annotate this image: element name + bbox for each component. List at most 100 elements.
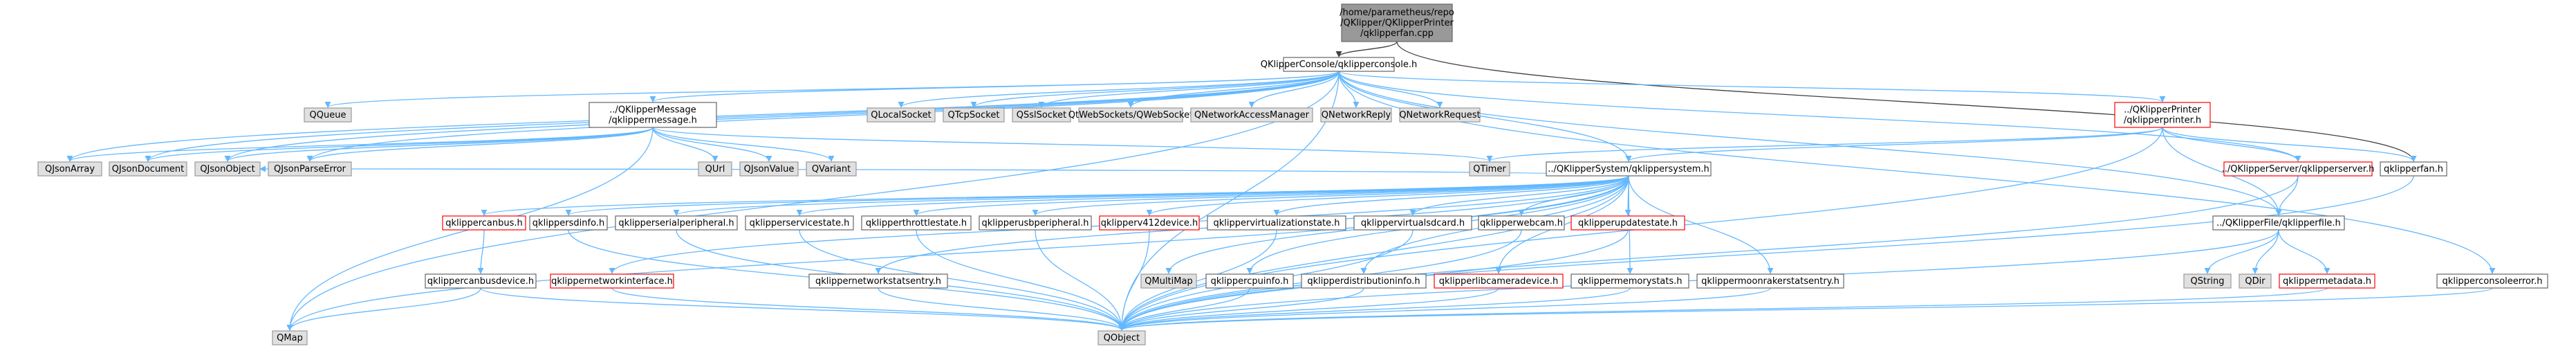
- node-msg-label: /qklippermessage.h: [609, 116, 697, 126]
- node-serial[interactable]: qklipperserialperipheral.h: [615, 215, 738, 231]
- node-libcam[interactable]: qklipperlibcameradevice.h: [1434, 273, 1564, 289]
- node-qjsonparse-box: [268, 161, 352, 177]
- node-root-label: /qklipperfan.cpp: [1360, 28, 1434, 39]
- node-consoleerr-label: qklipperconsoleerror.h: [2443, 276, 2543, 287]
- edge-system-to-servicestate: [796, 175, 1629, 216]
- node-qtwebsockets-label: QtWebSockets/QWebSocket: [1068, 110, 1193, 120]
- edge-console-to-file: [1338, 71, 2282, 216]
- node-moonstat[interactable]: qklippermoonrakerstatsentry.h: [1696, 273, 1844, 289]
- node-servicestate[interactable]: qklipperservicestate.h: [745, 215, 854, 231]
- edge-moonstat-to-qobject: [1118, 287, 1771, 331]
- node-qqueue-label: QQueue: [310, 110, 346, 120]
- edge-metadata-to-qobject: [1118, 287, 2328, 331]
- edge-root-to-console: [1335, 41, 1398, 57]
- node-sdinfo[interactable]: qklippersdinfo.h: [529, 215, 608, 231]
- node-qqueue-box: [304, 107, 352, 123]
- edge-file-to-metadata: [2278, 229, 2331, 274]
- edge-system-to-v4l2: [1146, 175, 1629, 216]
- edge-system-to-moonstat: [1628, 175, 1774, 274]
- node-metadata-box: [2279, 273, 2375, 289]
- node-v4l2-label: qklipperv412device.h: [1101, 218, 1198, 228]
- node-webcam[interactable]: qklipperwebcam.h: [1478, 215, 1565, 231]
- edge-usb-to-qobject: [1035, 229, 1125, 331]
- edge-libcam-to-qobject: [1118, 287, 1499, 331]
- node-v4l2[interactable]: qklipperv412device.h: [1099, 215, 1200, 231]
- node-qobject-label: QObject: [1104, 333, 1140, 343]
- node-distinfo-label: qklipperdistributioninfo.h: [1307, 276, 1420, 287]
- edge-printer-to-file: [2162, 127, 2282, 216]
- node-canbus[interactable]: qklippercanbus.h: [442, 215, 526, 231]
- node-throttle[interactable]: qklipperthrottlestate.h: [861, 215, 972, 231]
- node-virtstate[interactable]: qklippervirtualizationstate.h: [1207, 215, 1346, 231]
- edge-system-to-serial: [673, 175, 1629, 216]
- node-libcam-label: qklipperlibcameradevice.h: [1439, 276, 1559, 287]
- edge-root-to-fan: [1396, 41, 2417, 162]
- node-serial-box: [615, 215, 738, 231]
- node-qmultimap-label: QMultiMap: [1145, 276, 1192, 287]
- node-distinfo-box: [1301, 273, 1427, 289]
- node-virtstate-label: qklippervirtualizationstate.h: [1213, 218, 1340, 228]
- node-server[interactable]: ../QKlipperServer/qklipperserver.h: [2222, 161, 2375, 177]
- node-update[interactable]: qklipperupdatestate.h: [1570, 215, 1685, 231]
- node-msg-label: ../QKlipperMessage: [609, 105, 696, 116]
- node-sdinfo-box: [529, 215, 608, 231]
- node-distinfo[interactable]: qklipperdistributioninfo.h: [1301, 273, 1427, 289]
- node-memstats[interactable]: qklippermemorystats.h: [1570, 273, 1689, 289]
- edge-distinfo-to-qobject: [1118, 287, 1364, 331]
- node-qnetreply: QNetworkReply: [1320, 107, 1392, 123]
- node-qjsonobj: QJsonObject: [194, 161, 261, 177]
- node-usb[interactable]: qklipperusbperipheral.h: [979, 215, 1092, 231]
- node-qtimer-box: [1469, 161, 1510, 177]
- node-netif-box: [550, 273, 674, 289]
- edge-server-to-file: [2275, 175, 2299, 216]
- node-netstat[interactable]: qklippernetworkstatsentry.h: [808, 273, 948, 289]
- node-netif[interactable]: qklippernetworkinterface.h: [550, 273, 674, 289]
- edge-canbus-to-canbusdev: [477, 229, 485, 274]
- node-update-label: qklipperupdatestate.h: [1578, 218, 1678, 228]
- node-printer[interactable]: ../QKlipperPrinter/qklipperprinter.h: [2114, 102, 2211, 128]
- node-msg[interactable]: ../QKlipperMessage/qklippermessage.h: [589, 102, 717, 128]
- edge-msg-to-qvariant: [652, 127, 835, 162]
- node-fan[interactable]: qklipperfan.h: [2380, 161, 2447, 177]
- node-cpuinfo-box: [1205, 273, 1294, 289]
- node-qsslsocket-box: [1012, 107, 1071, 123]
- node-canbusdev-box: [425, 273, 537, 289]
- edge-msg-to-qjsonvalue: [652, 127, 772, 162]
- node-fan-label: qklipperfan.h: [2384, 164, 2443, 174]
- node-virtsd[interactable]: qklippervirtualsdcard.h: [1353, 215, 1472, 231]
- node-qurl-box: [698, 161, 732, 177]
- node-cpuinfo[interactable]: qklippercpuinfo.h: [1205, 273, 1294, 289]
- node-qmultimap: QMultiMap: [1140, 273, 1197, 289]
- edge-console-to-printer: [1338, 71, 2166, 102]
- node-qlocalsocket: QLocalSocket: [867, 107, 936, 123]
- node-file[interactable]: ../QKlipperFile/qklipperfile.h: [2212, 215, 2345, 231]
- node-update-box: [1570, 215, 1685, 231]
- edge-printer-to-qtimer: [1486, 127, 2163, 162]
- edge-console-to-qjsonobj: [224, 71, 1340, 162]
- node-console[interactable]: QKlipperConsole/qklipperconsole.h: [1261, 57, 1417, 72]
- node-msg-box: [589, 102, 717, 128]
- node-qnetreq: QNetworkRequest: [1399, 107, 1481, 123]
- edge-console-to-server: [1338, 71, 2301, 162]
- edge-console-to-qnetreply: [1338, 71, 1360, 108]
- node-server-label: ../QKlipperServer/qklipperserver.h: [2222, 164, 2375, 174]
- node-throttle-label: qklipperthrottlestate.h: [866, 218, 967, 228]
- node-qjsonvalue: QJsonValue: [739, 161, 799, 177]
- edge-printer-to-server: [2162, 127, 2301, 162]
- node-metadata[interactable]: qklippermetadata.h: [2279, 273, 2375, 289]
- node-libcam-box: [1434, 273, 1564, 289]
- node-root[interactable]: /home/parametheus/repo/QKlipper/QKlipper…: [1340, 3, 1454, 42]
- node-virtsd-label: qklippervirtualsdcard.h: [1361, 218, 1465, 228]
- node-qobject-box: [1097, 330, 1146, 345]
- node-qdir-box: [2239, 273, 2272, 289]
- node-sdinfo-label: qklippersdinfo.h: [532, 218, 604, 228]
- node-system[interactable]: ../QKlipperSystem/qklippersystem.h: [1546, 161, 1712, 177]
- edge-msg-to-qtimer: [652, 127, 1493, 162]
- node-usb-label: qklipperusbperipheral.h: [981, 218, 1088, 228]
- edge-console-to-system: [1338, 71, 1632, 162]
- node-canbusdev[interactable]: qklippercanbusdevice.h: [425, 273, 537, 289]
- node-consoleerr[interactable]: qklipperconsoleerror.h: [2436, 273, 2548, 289]
- node-qsslsocket: QSslSocket: [1012, 107, 1071, 123]
- edge-virtstate-to-qobject: [1118, 229, 1277, 331]
